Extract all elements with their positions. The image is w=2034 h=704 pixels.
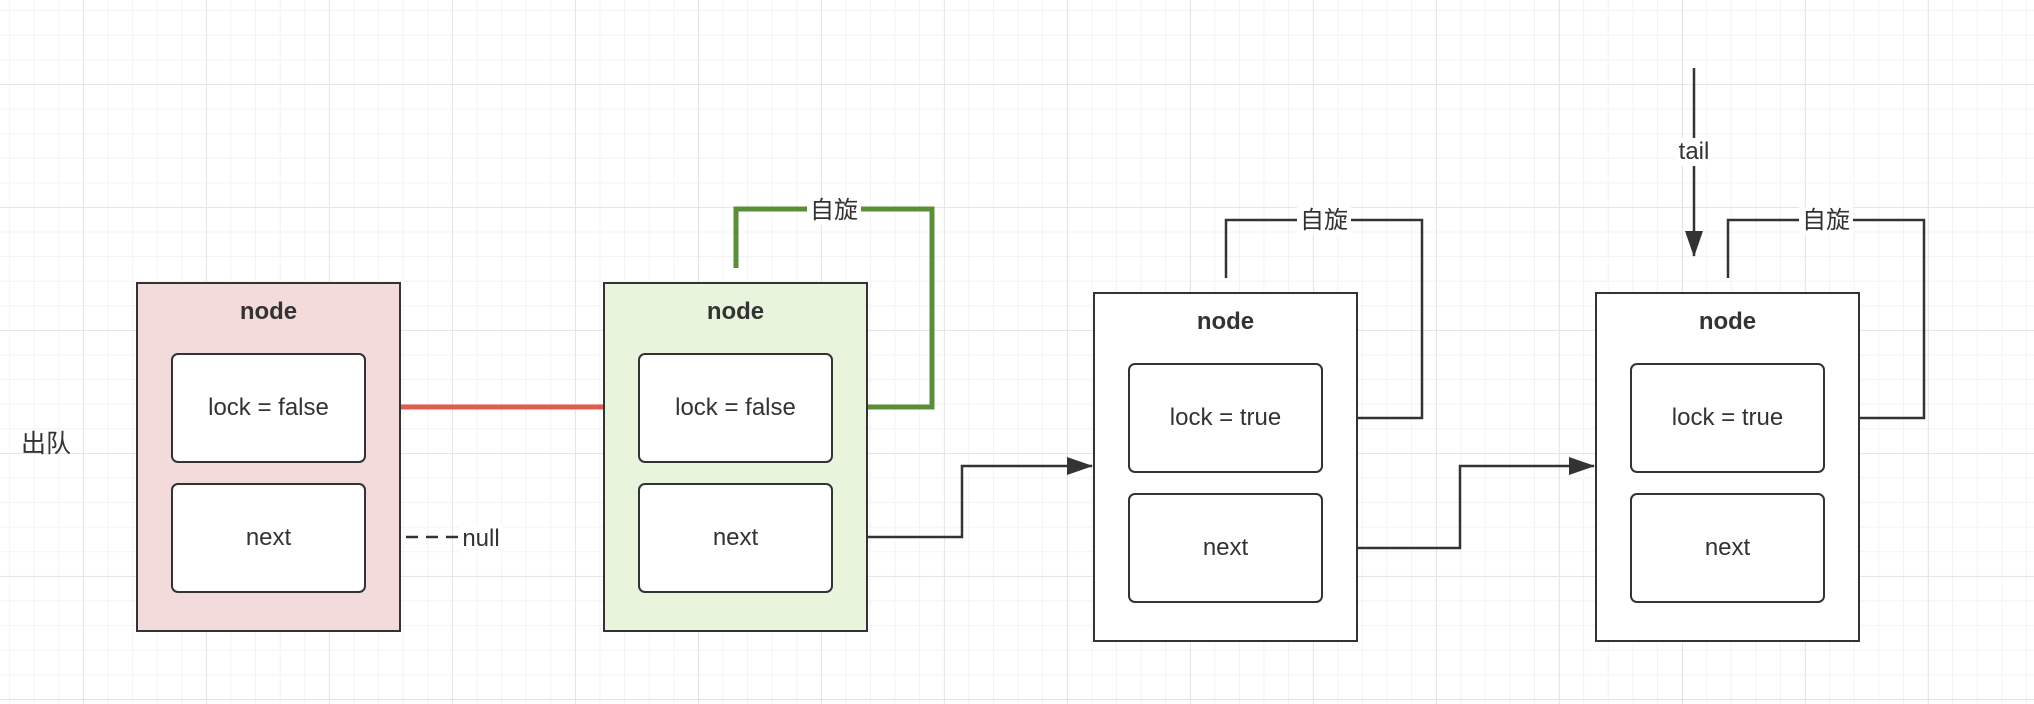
- null-label: null: [459, 525, 503, 553]
- node-title: node: [1196, 308, 1255, 335]
- lock-field: lock = true: [1630, 363, 1825, 473]
- lock-value: lock = true: [1671, 404, 1784, 431]
- next-arrow-node2-node3: [833, 457, 1093, 539]
- next-field: next: [1128, 493, 1323, 603]
- next-label: next: [245, 524, 292, 551]
- next-label: next: [712, 524, 759, 551]
- next-label: next: [1704, 534, 1751, 561]
- spin-label-node2: 自旋: [807, 197, 861, 225]
- spin-label-node4: 自旋: [1799, 207, 1853, 235]
- tail-label: tail: [1675, 138, 1713, 166]
- next-field: next: [1630, 493, 1825, 603]
- spin-loop-node4: [1726, 218, 1926, 427]
- node-box-4: node lock = true next: [1595, 292, 1860, 642]
- lock-value: lock = false: [675, 394, 796, 421]
- node-box-1: node lock = false next: [136, 282, 401, 632]
- next-arrow-node3-node4: [1323, 457, 1595, 550]
- spin-loop-node3: [1224, 218, 1424, 427]
- node-box-2: node lock = false next: [603, 282, 868, 632]
- spin-loop-node2: [733, 206, 935, 417]
- lock-field: lock = true: [1128, 363, 1323, 473]
- lock-value: lock = true: [1169, 404, 1282, 431]
- dequeue-label: 出队: [20, 430, 72, 458]
- node-title: node: [706, 298, 765, 325]
- node-box-3: node lock = true next: [1093, 292, 1358, 642]
- lock-field: lock = false: [638, 353, 833, 463]
- spin-label-node3: 自旋: [1297, 207, 1351, 235]
- next-label: next: [1202, 534, 1249, 561]
- lock-field: lock = false: [171, 353, 366, 463]
- next-field: next: [638, 483, 833, 593]
- node-title: node: [1698, 308, 1757, 335]
- next-field: next: [171, 483, 366, 593]
- node-title: node: [239, 298, 298, 325]
- lock-value: lock = false: [208, 394, 329, 421]
